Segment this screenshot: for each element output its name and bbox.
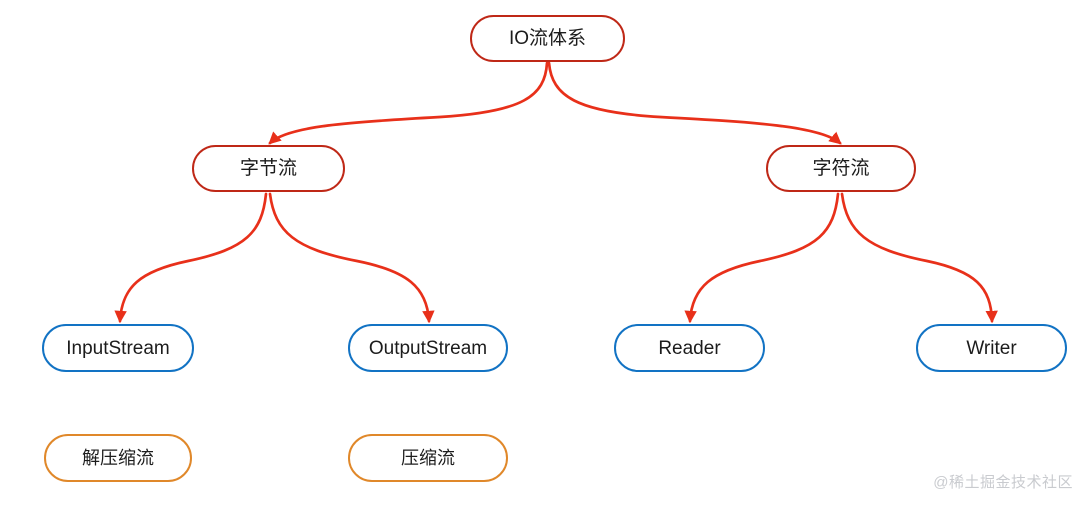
node-outputstream[interactable]: OutputStream	[348, 324, 508, 372]
node-decompress-stream-label: 解压缩流	[82, 448, 154, 468]
node-root-label: IO流体系	[508, 28, 587, 49]
edge-char-to-reader	[684, 192, 840, 324]
node-byte-stream-label: 字节流	[239, 158, 297, 179]
edge-byte-to-outputstream	[268, 192, 435, 324]
node-char-stream-label: 字符流	[812, 158, 870, 179]
edge-char-to-writer	[840, 192, 998, 324]
node-decompress-stream[interactable]: 解压缩流	[44, 434, 192, 482]
node-char-stream[interactable]: 字符流	[766, 145, 916, 192]
node-compress-stream-label: 压缩流	[401, 448, 455, 468]
node-byte-stream[interactable]: 字节流	[192, 145, 345, 192]
watermark: @稀土掘金技术社区	[933, 474, 1073, 491]
edge-byte-to-inputstream	[114, 192, 268, 324]
node-writer[interactable]: Writer	[916, 324, 1067, 372]
node-inputstream-label: InputStream	[66, 337, 170, 359]
edge-root-to-byte	[268, 61, 549, 145]
node-reader-label: Reader	[658, 337, 721, 359]
node-compress-stream[interactable]: 压缩流	[348, 434, 508, 482]
node-outputstream-label: OutputStream	[368, 337, 488, 359]
node-writer-label: Writer	[966, 337, 1017, 359]
edge-root-to-char	[547, 61, 842, 145]
node-inputstream[interactable]: InputStream	[42, 324, 194, 372]
node-reader[interactable]: Reader	[614, 324, 765, 372]
node-root[interactable]: IO流体系	[470, 15, 625, 62]
